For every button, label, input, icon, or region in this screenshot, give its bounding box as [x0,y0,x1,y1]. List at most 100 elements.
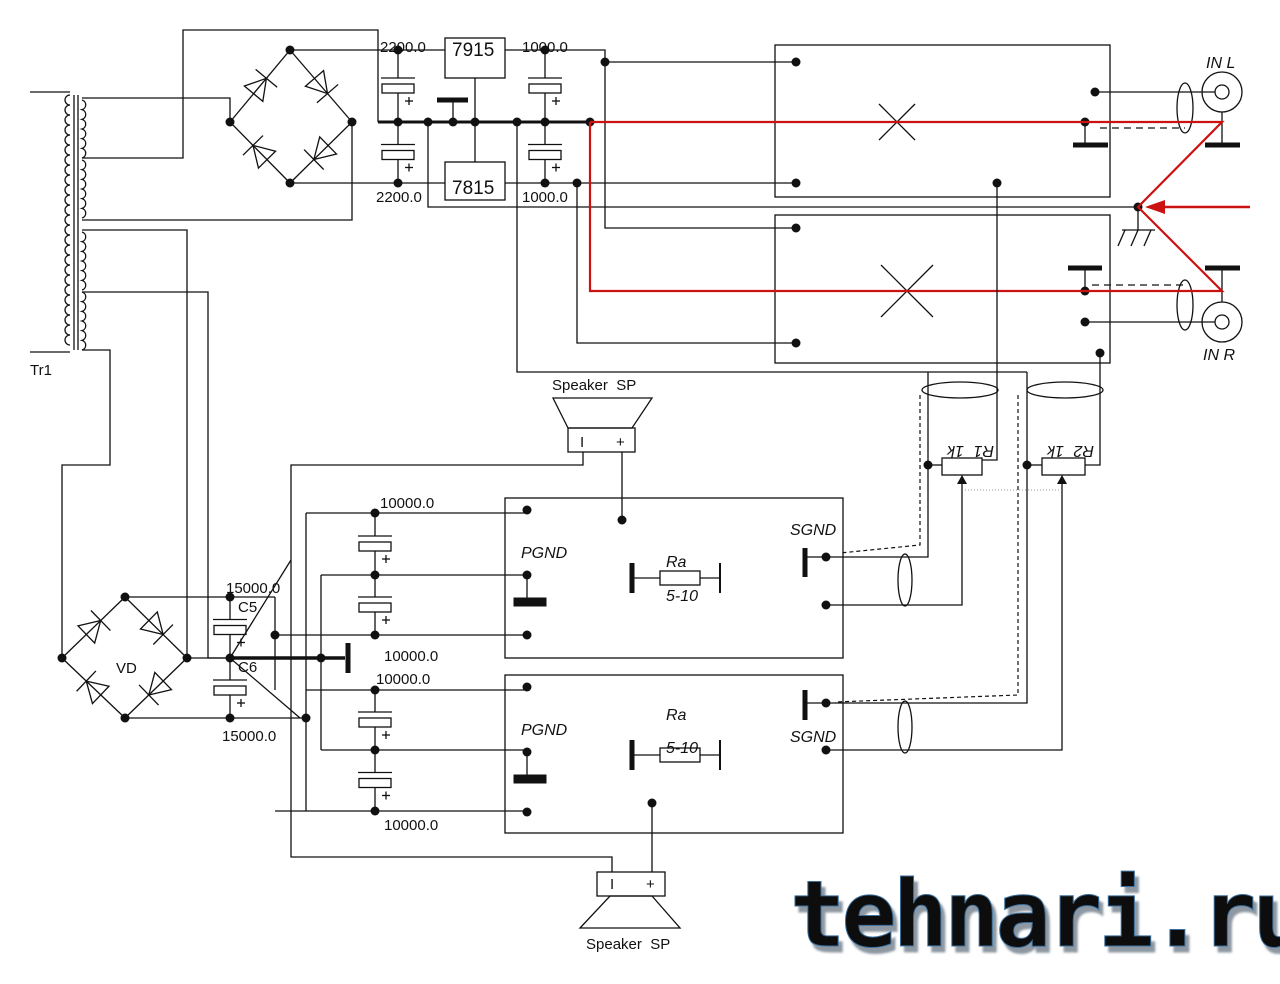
bridge-wire [289,49,353,123]
cable-shield [1176,279,1194,331]
ra-value: 5-10 [666,588,698,605]
junction-dot [470,117,480,127]
wire [505,49,796,63]
speaker-icon [551,397,654,429]
transformer-label: Tr1 [30,362,52,379]
junction-dot [270,630,280,640]
cap-label: 10000.0 [376,671,430,688]
pgnd-label: PGND [521,545,568,562]
wire [826,372,929,558]
ra-label: Ra [666,707,687,724]
wire [826,372,1028,704]
junction-dot [522,807,532,817]
wiper-arrow [957,475,967,484]
bridge-wire [124,657,188,719]
wire [82,229,188,658]
speaker-minus: I [580,434,584,451]
junction-dot [821,745,831,755]
cap-label: C6 [238,659,257,676]
junction-dot [57,653,67,663]
wire [826,480,1063,751]
pgnd-ground-bar [513,597,547,607]
transformer-winding [79,99,87,159]
site-logo: tehnari.ru [790,861,1280,968]
capacitor-electrolytic [358,602,392,613]
wire [576,183,796,344]
transformer-winding [64,94,71,346]
input-right-label: IN R [1203,347,1235,364]
bridge-wire [229,121,291,184]
speaker-terminal [567,427,636,453]
rca-jack-icon [1214,314,1230,330]
junction-dot [791,57,801,67]
bridge-wire [229,49,291,123]
wire [82,97,231,122]
transformer-winding [79,291,87,351]
capacitor-electrolytic [381,83,415,94]
cable-shield [1026,381,1104,399]
transformer-winding [79,159,87,219]
speaker-label: Speaker SP [586,936,670,953]
cap-label: 2200.0 [376,189,422,206]
bridge-label: VD [116,660,137,677]
cap-label: 1000.0 [522,189,568,206]
capacitor-electrolytic [213,624,247,636]
wire [229,559,292,659]
transformer-winding [79,231,87,291]
wire [1085,353,1101,466]
wire [82,29,379,159]
regulator-7915-label: 7915 [452,40,494,61]
bridge-wire [61,657,126,719]
bridge-wire [124,596,188,659]
wiper-arrow [1057,475,1067,484]
chassis-ground [1143,229,1152,247]
capacitor-electrolytic [381,149,415,161]
potentiometer-r1 [941,457,983,476]
wire [82,122,353,221]
cable-shield [1176,82,1194,134]
junction-dot [522,505,532,515]
chassis-ground [1130,229,1139,247]
input-left-label: IN L [1206,55,1235,72]
sgnd-label: SGND [790,522,837,539]
arrow-icon [1145,200,1165,214]
junction-dot [791,223,801,233]
speaker-minus: I [610,876,614,893]
cap-label: 10000.0 [384,817,438,834]
bridge-wire [61,596,126,659]
wire [82,291,230,659]
chassis-ground [1117,229,1126,247]
wire [604,62,796,229]
regulator-7815-label: 7815 [452,178,494,199]
cable-shield [897,553,913,607]
junction-dot [821,600,831,610]
shield-wire [834,395,1019,703]
pgnd-label: PGND [521,722,568,739]
cable-shield [897,700,913,754]
junction-dot [225,117,235,127]
pot-r2-name: R2 [1073,442,1094,459]
junction-dot [522,682,532,692]
speaker-icon [578,895,682,929]
cable-shield [921,381,999,399]
preamp-right-board [774,214,1111,364]
junction-dot [791,338,801,348]
wire [61,349,111,658]
junction-dot [347,117,357,127]
resistor-ra [659,570,701,586]
cap-label: 10000.0 [380,495,434,512]
sgnd-label: SGND [790,729,837,746]
capacitor-electrolytic [213,685,247,696]
ra-value: 5-10 [666,740,698,757]
cap-label: 1000.0 [522,39,568,56]
cap-label: 15000.0 [226,580,280,597]
capacitor-electrolytic [358,541,392,552]
shield-wire [839,395,921,554]
pot-r2-value: 1k [1046,442,1064,459]
potentiometer-r2 [1041,457,1086,476]
wire [427,122,1138,208]
junction-dot [791,178,801,188]
pot-r1-value: 1k [946,442,964,459]
